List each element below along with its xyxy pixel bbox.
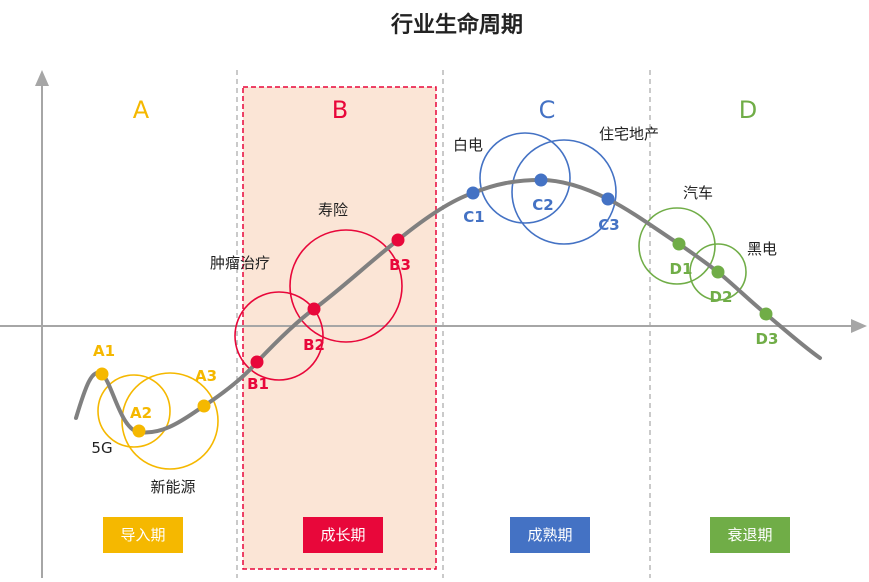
label-b1: B1 — [247, 375, 269, 393]
point-a2 — [132, 424, 146, 438]
industry-circles — [97, 132, 747, 470]
stage-badge-introduction — [103, 517, 183, 553]
label-d1: D1 — [670, 260, 693, 278]
circle-white-goods — [479, 132, 571, 224]
label-c2: C2 — [532, 196, 553, 214]
stage-badges: 导入期 成长期 成熟期 衰退期 — [103, 517, 790, 553]
industry-white-goods: 白电 — [453, 136, 483, 154]
circle-life-insurance — [289, 229, 403, 343]
industry-black-goods: 黑电 — [747, 240, 777, 258]
y-axis-arrow — [35, 70, 49, 86]
point-c1 — [466, 186, 480, 200]
circle-new-energy — [121, 372, 219, 470]
diagram-title: 行业生命周期 — [390, 12, 523, 38]
zone-letter-b: B — [332, 96, 348, 124]
label-d2: D2 — [710, 288, 733, 306]
industry-5g: 5G — [91, 439, 112, 457]
label-b3: B3 — [389, 256, 411, 274]
circle-automobile — [638, 207, 716, 285]
stage-badge-growth — [303, 517, 383, 553]
axes — [0, 70, 867, 578]
point-c2 — [534, 173, 548, 187]
stage-growth-label: 成长期 — [320, 526, 365, 544]
x-axis-arrow — [851, 319, 867, 333]
label-d3: D3 — [756, 330, 779, 348]
circle-black-goods — [689, 243, 747, 301]
point-a3 — [197, 399, 211, 413]
circle-residential-property — [511, 139, 617, 245]
point-d1 — [672, 237, 686, 251]
industry-labels: 5G 新能源 肿瘤治疗 寿险 白电 住宅地产 汽车 黑电 — [91, 125, 777, 496]
point-b2 — [307, 302, 321, 316]
point-b1 — [250, 355, 264, 369]
growth-zone-highlight — [242, 86, 437, 570]
label-c3: C3 — [598, 216, 619, 234]
point-labels: A1 A2 A3 B1 B2 B3 C1 C2 C3 D1 D2 D3 — [93, 196, 778, 422]
zone-letter-a: A — [133, 96, 150, 124]
industry-tumor-therapy: 肿瘤治疗 — [210, 254, 270, 272]
point-d2 — [711, 265, 725, 279]
label-b2: B2 — [303, 336, 325, 354]
curve-points — [95, 173, 773, 438]
point-b3 — [391, 233, 405, 247]
stage-badge-maturity — [510, 517, 590, 553]
zone-letter-c: C — [539, 96, 556, 124]
industry-automobile: 汽车 — [683, 184, 713, 202]
industry-life-insurance: 寿险 — [318, 201, 348, 219]
point-d3 — [759, 307, 773, 321]
stage-maturity-label: 成熟期 — [527, 526, 572, 544]
stage-badge-decline — [710, 517, 790, 553]
stage-introduction-label: 导入期 — [120, 526, 165, 544]
label-a3: A3 — [195, 367, 217, 385]
point-c3 — [601, 192, 615, 206]
point-a1 — [95, 367, 109, 381]
stage-decline-label: 衰退期 — [727, 526, 772, 544]
lifecycle-curve — [74, 177, 822, 435]
industry-residential-property: 住宅地产 — [599, 125, 659, 143]
label-a1: A1 — [93, 342, 115, 360]
label-c1: C1 — [463, 208, 484, 226]
zone-letter-d: D — [739, 96, 757, 124]
circle-5g — [97, 374, 171, 448]
circle-tumor-therapy — [234, 291, 324, 381]
label-a2: A2 — [130, 404, 152, 422]
industry-new-energy: 新能源 — [150, 478, 195, 496]
